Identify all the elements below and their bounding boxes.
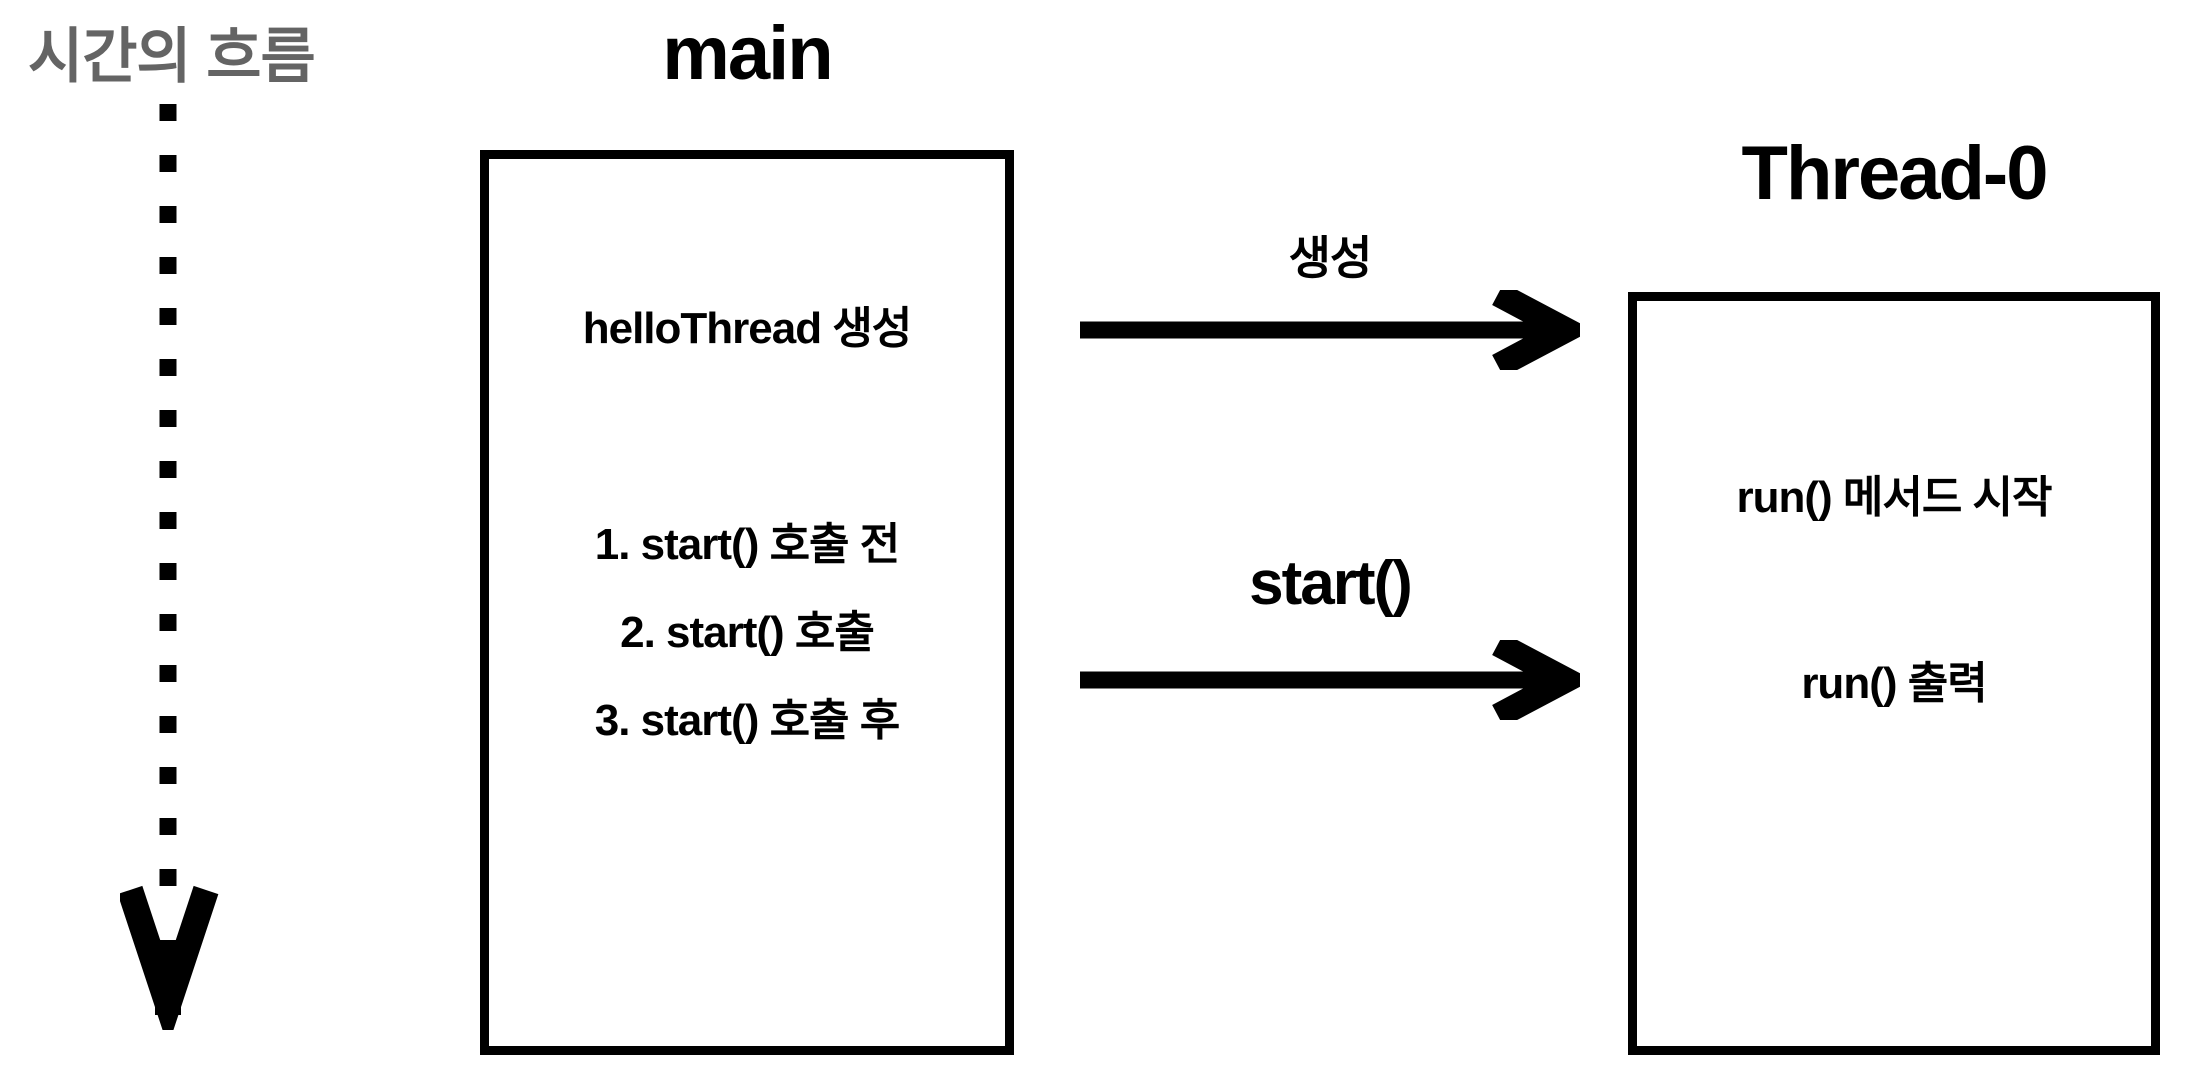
column-title-main: main xyxy=(662,11,833,96)
main-step-call-start: 2. start() 호출 xyxy=(620,608,875,657)
time-axis-label: 시간의 흐름 xyxy=(28,23,316,90)
thread0-line-run-method-start: run() 메서드 시작 xyxy=(1736,473,2052,522)
column-title-thread-0: Thread-0 xyxy=(1741,131,2049,216)
message-arrow-start-icon xyxy=(1080,632,1593,728)
main-step-after-start: 3. start() 호출 후 xyxy=(594,696,900,745)
message-label-start: start() xyxy=(1249,549,1413,618)
message-arrow-create-icon xyxy=(1080,282,1593,378)
time-flow-arrow-icon xyxy=(117,100,240,1047)
main-step-before-start: 1. start() 호출 전 xyxy=(594,520,900,569)
main-line-create-thread: helloThread 생성 xyxy=(582,304,913,353)
message-label-create: 생성 xyxy=(1288,232,1373,284)
thread-box-main: helloThread 생성 1. start() 호출 전 2. start(… xyxy=(480,150,1014,1055)
thread-box-thread-0: run() 메서드 시작 run() 출력 xyxy=(1628,292,2160,1055)
thread0-line-run-output: run() 출력 xyxy=(1801,659,1987,708)
